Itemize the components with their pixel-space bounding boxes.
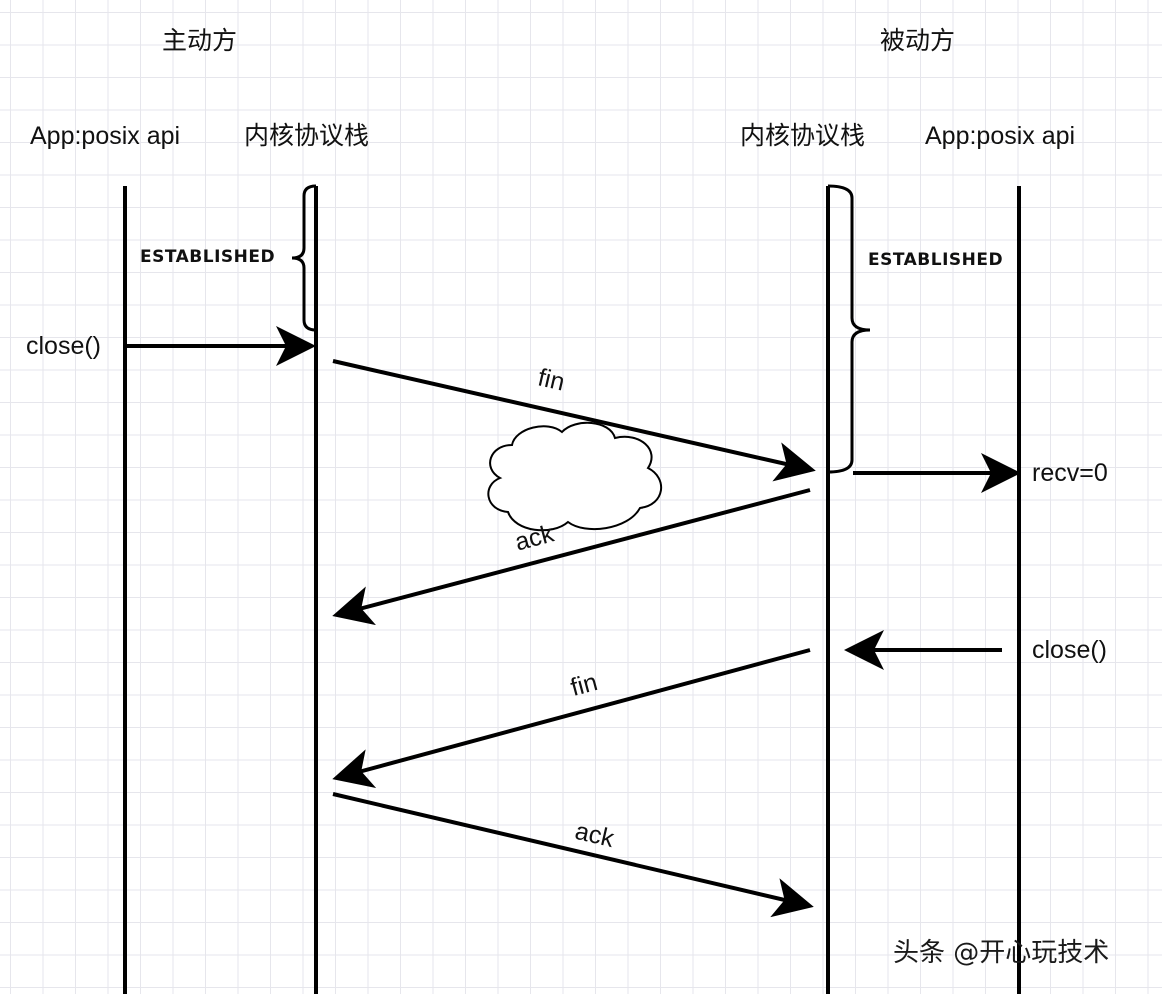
column-passive-app: App:posix api xyxy=(925,122,1076,150)
state-passive-established: ESTABLISHED xyxy=(868,250,1004,270)
column-active-kernel: 内核协议栈 xyxy=(244,122,370,150)
arrow-ack-1 xyxy=(332,488,811,626)
watermark: 头条 @开心玩技术 xyxy=(893,938,1110,968)
call-passive-close: close() xyxy=(1032,636,1108,664)
call-passive-recv: recv=0 xyxy=(1032,459,1108,487)
arrow-fin-1 xyxy=(332,359,816,482)
label-fin-1: fin xyxy=(535,363,568,397)
column-passive-kernel: 内核协议栈 xyxy=(740,122,866,150)
role-active: 主动方 xyxy=(162,27,238,55)
brace-passive-established xyxy=(827,184,871,474)
arrow-ack-2 xyxy=(332,792,814,918)
role-passive: 被动方 xyxy=(880,27,956,55)
arrow-fin-2 xyxy=(332,648,811,788)
column-active-app: App:posix api xyxy=(30,122,181,150)
brace-active-established xyxy=(291,184,317,332)
call-active-close: close() xyxy=(26,332,102,360)
cloud-icon xyxy=(487,421,663,532)
state-active-established: ESTABLISHED xyxy=(140,247,276,267)
